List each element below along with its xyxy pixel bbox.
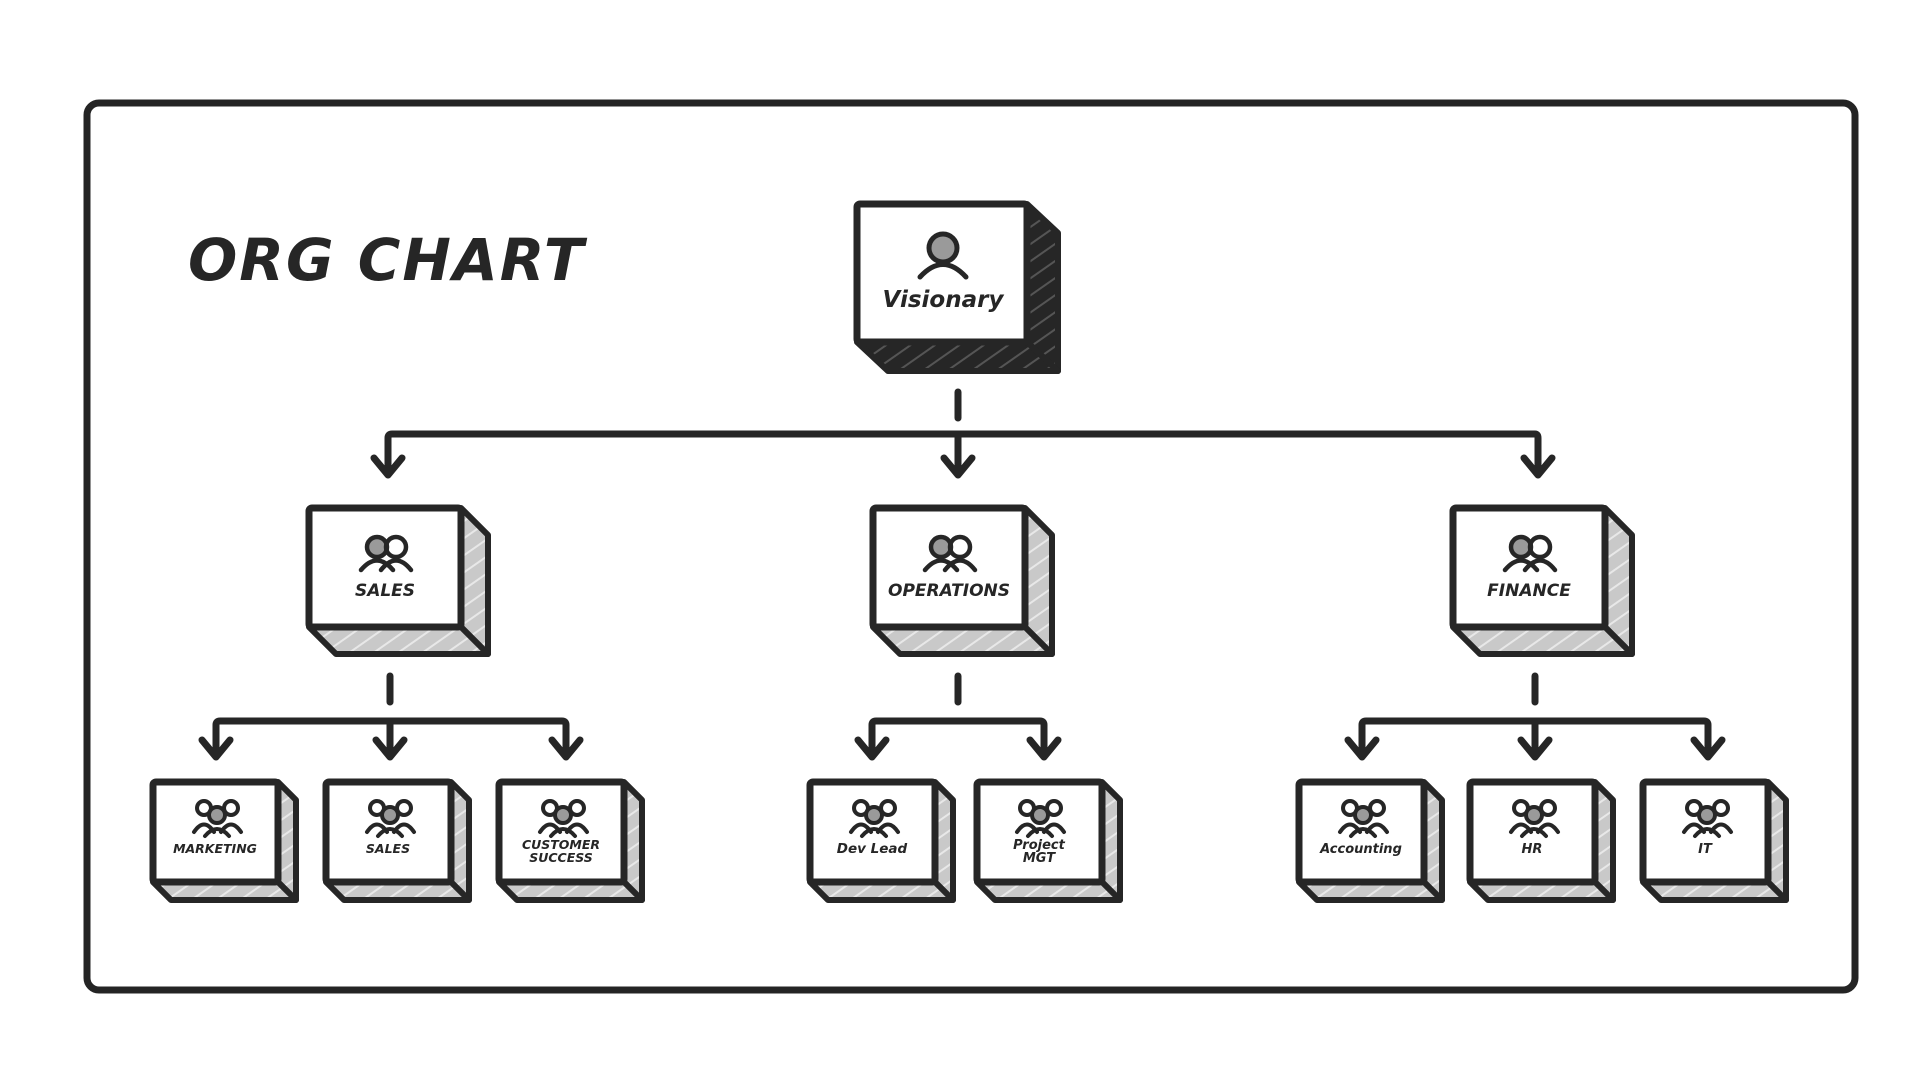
team-icon	[358, 534, 414, 573]
node-label: Visionary	[883, 287, 1005, 313]
node-label: OPERATIONS	[888, 581, 1010, 601]
team-icon	[1502, 534, 1558, 573]
node-project-mgt[interactable]: Project MGT	[973, 778, 1123, 903]
node-it[interactable]: IT	[1639, 778, 1789, 903]
node-customer-success[interactable]: CUSTOMER SUCCESS	[495, 778, 645, 903]
group-icon	[192, 799, 243, 838]
node-label: SALES	[366, 841, 410, 856]
node-finance[interactable]: FINANCE	[1449, 504, 1635, 657]
node-label: SALES	[355, 581, 415, 601]
team-icon	[922, 534, 978, 573]
node-visionary[interactable]: Visionary	[853, 200, 1061, 374]
node-accounting[interactable]: Accounting	[1295, 778, 1445, 903]
group-icon	[365, 799, 416, 838]
node-dev-lead[interactable]: Dev Lead	[806, 778, 956, 903]
person-icon	[917, 231, 969, 280]
node-marketing[interactable]: MARKETING	[149, 778, 299, 903]
node-label: CUSTOMER	[522, 837, 600, 852]
connectors-operations	[854, 672, 1062, 761]
group-icon	[1338, 799, 1389, 838]
node-label: Project	[1013, 838, 1065, 853]
node-label: IT	[1698, 842, 1713, 857]
diagram-title: ORG CHART	[188, 226, 588, 294]
node-label: MARKETING	[173, 841, 257, 856]
node-hr[interactable]: HR	[1466, 778, 1616, 903]
node-operations[interactable]: OPERATIONS	[869, 504, 1055, 657]
connectors-finance	[1344, 672, 1726, 761]
group-icon	[1015, 799, 1066, 838]
group-icon	[1509, 799, 1560, 838]
node-sales-department[interactable]: SALES	[305, 504, 491, 657]
node-sales-team[interactable]: SALES	[322, 778, 472, 903]
connectors-level-1	[370, 388, 1556, 479]
node-label: HR	[1522, 842, 1543, 857]
group-icon	[849, 799, 900, 838]
group-icon	[1682, 799, 1733, 838]
node-label: SUCCESS	[529, 850, 593, 865]
diagram-frame	[83, 99, 1859, 994]
node-label: FINANCE	[1487, 581, 1571, 601]
node-label: Dev Lead	[837, 841, 908, 857]
group-icon	[538, 799, 589, 838]
connectors-sales	[198, 672, 584, 761]
node-label: Accounting	[1319, 842, 1402, 857]
node-label: MGT	[1023, 851, 1056, 866]
